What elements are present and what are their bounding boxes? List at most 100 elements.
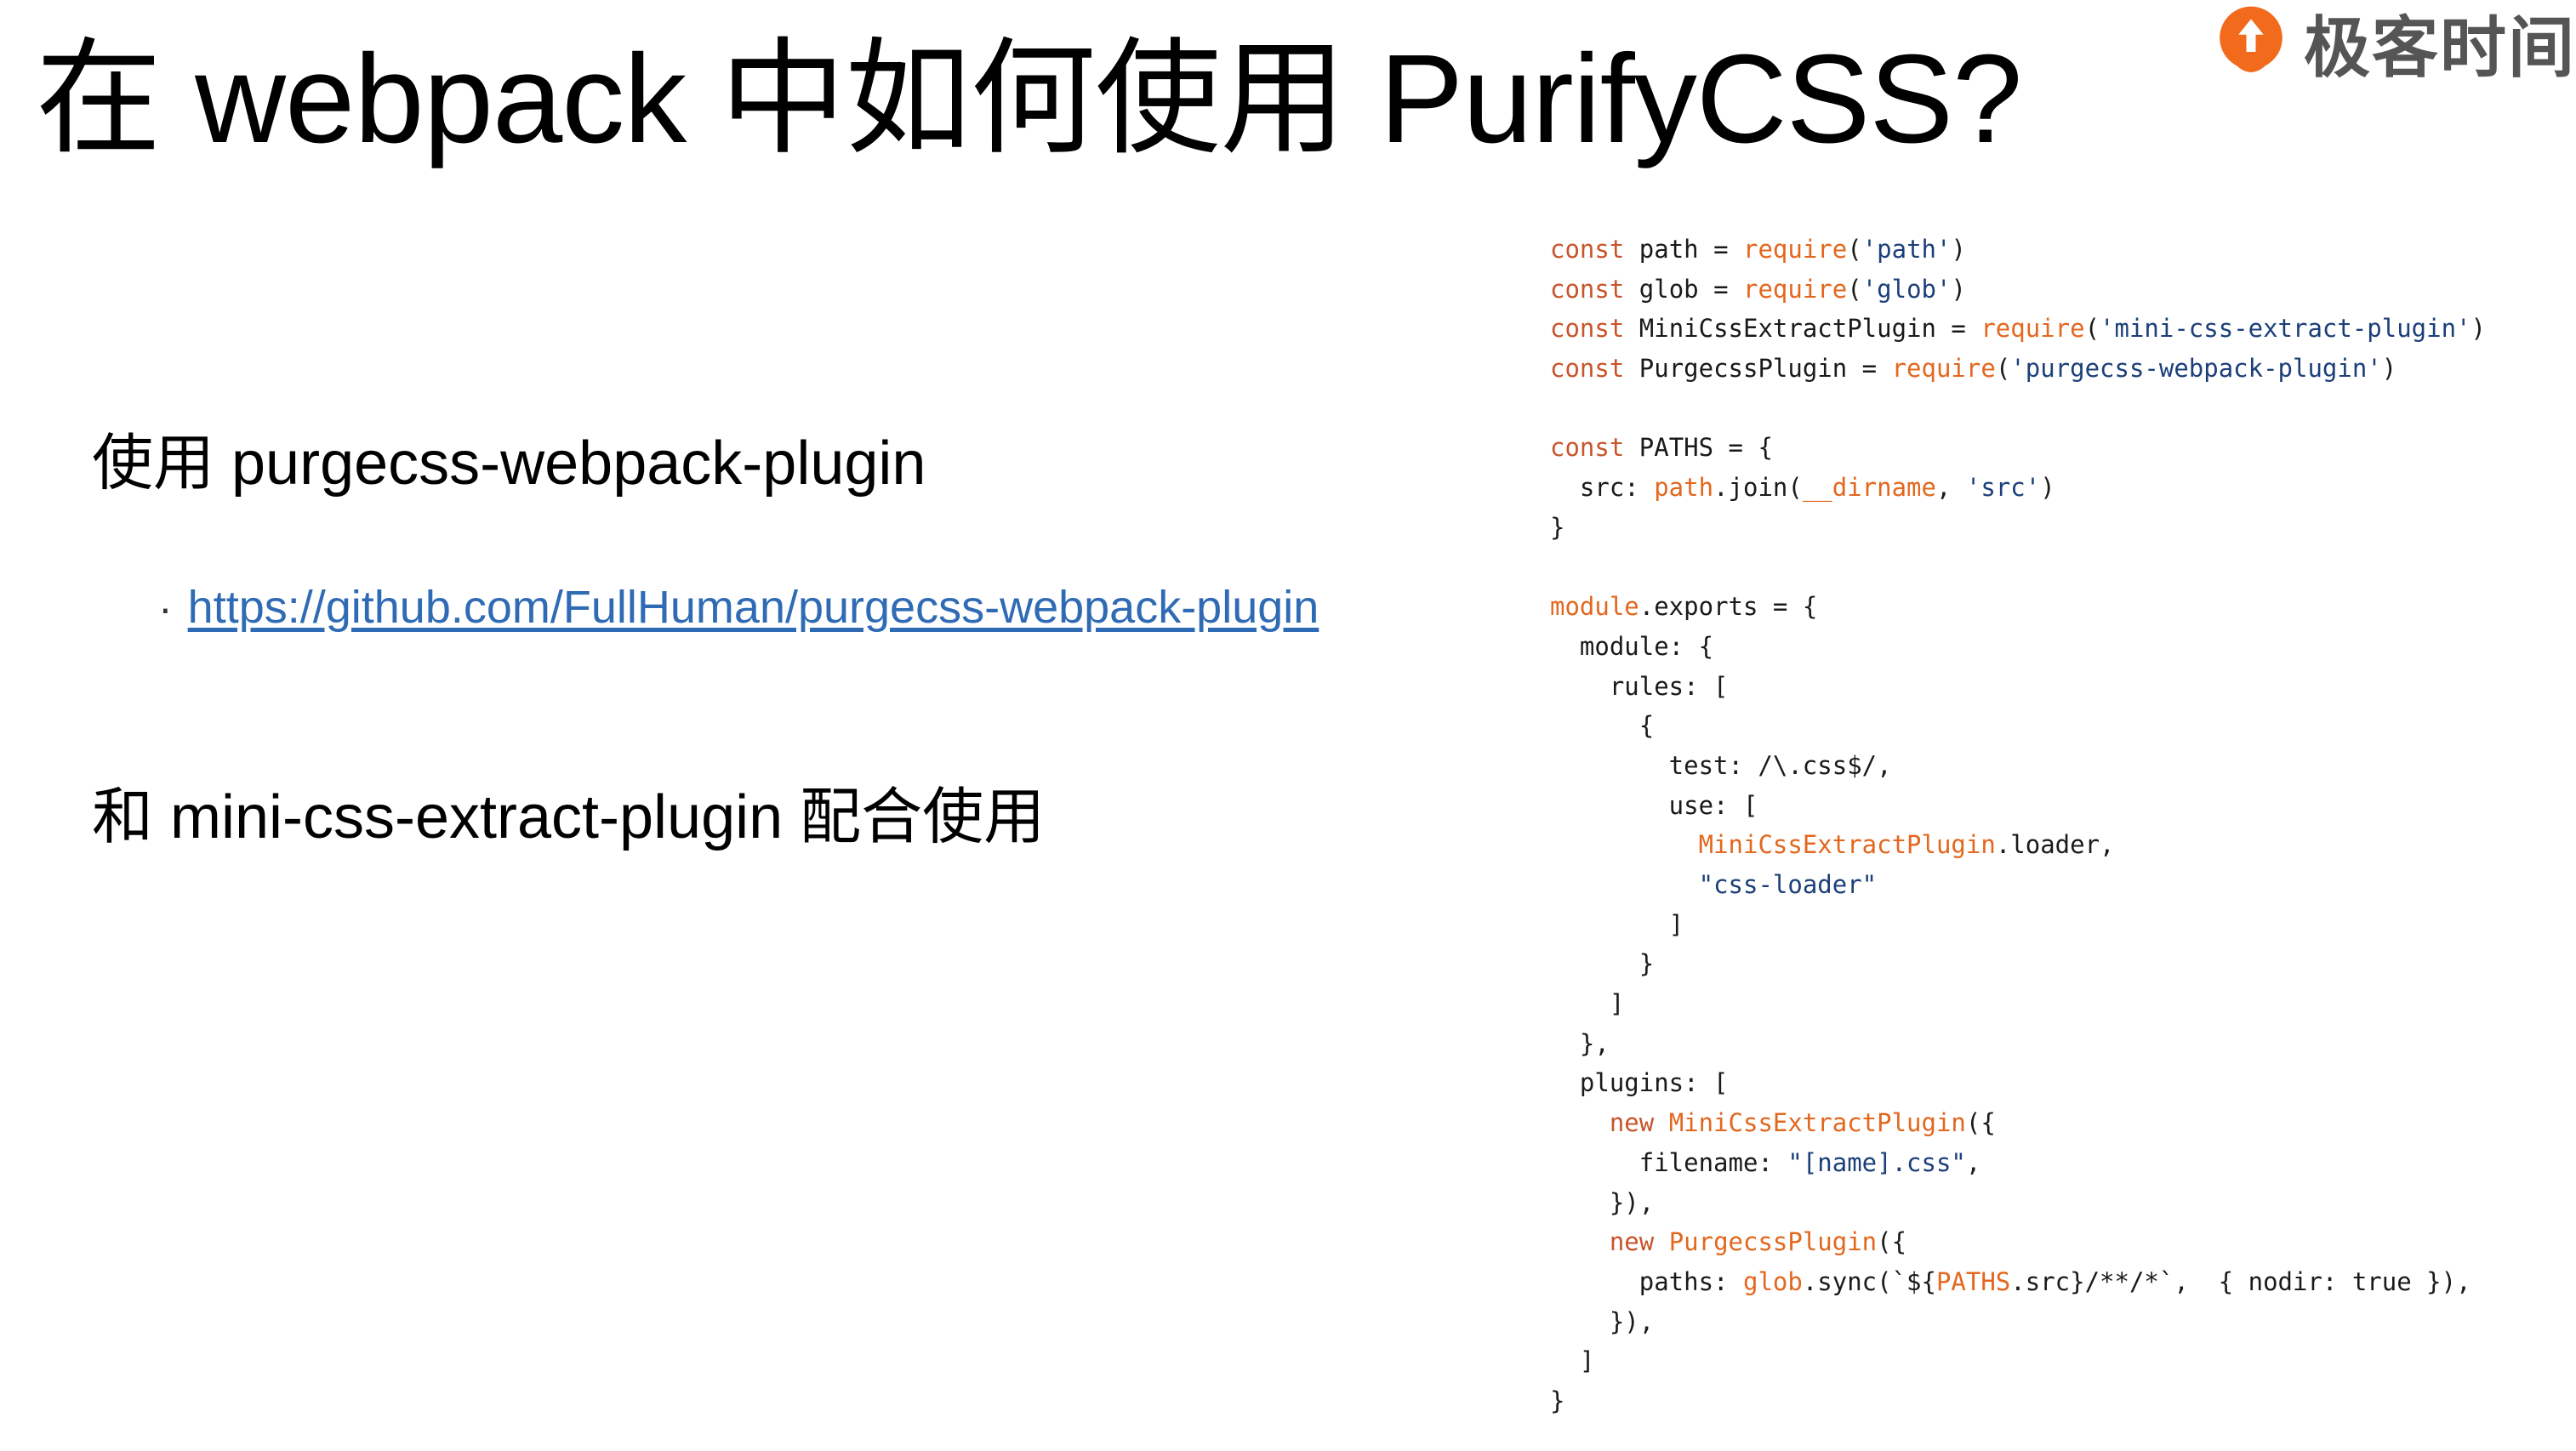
code-line: const PATHS = { (1550, 428, 2486, 468)
code-token: const (1550, 433, 1625, 463)
code-block: const path = require('path')const glob =… (1550, 230, 2486, 1421)
code-token: paths: (1550, 1266, 1743, 1296)
code-token: } (1550, 949, 1655, 979)
code-token: 'mini-css-extract-plugin' (2100, 314, 2471, 344)
code-token: }, (1550, 1028, 1610, 1058)
code-token: { (1550, 711, 1655, 741)
code-line: filename: "[name].css", (1550, 1143, 2486, 1183)
code-token: new (1609, 1108, 1655, 1138)
code-line: const glob = require('glob') (1550, 270, 2486, 310)
code-line: ] (1550, 984, 2486, 1024)
code-line: const path = require('path') (1550, 230, 2486, 270)
code-token: path = (1624, 235, 1743, 264)
code-token: "css-loader" (1698, 870, 1878, 899)
code-line: ] (1550, 905, 2486, 945)
slide-title: 在 webpack 中如何使用 PurifyCSS? (36, 29, 2022, 169)
brand: 极客时间 (2212, 0, 2576, 87)
github-link[interactable]: https://github.com/FullHuman/purgecss-we… (187, 582, 1319, 633)
code-token: .exports = { (1638, 592, 1818, 622)
code-line: ] (1550, 1341, 2486, 1381)
code-token: require (1891, 354, 1996, 384)
code-line: test: /\.css$/, (1550, 746, 2486, 786)
code-token: 'glob' (1861, 274, 1952, 304)
code-token: 'purgecss-webpack-plugin' (2010, 354, 2382, 384)
geektime-logo-icon (2220, 6, 2282, 72)
code-token: test: /\.css$/, (1550, 750, 1892, 780)
code-line: new MiniCssExtractPlugin({ (1550, 1103, 2486, 1143)
code-token: module (1550, 592, 1639, 622)
code-token: use: [ (1550, 790, 1758, 820)
code-token (1550, 1227, 1610, 1256)
code-token: const (1550, 235, 1625, 264)
brand-name: 极客时间 (2303, 10, 2576, 87)
code-line: } (1550, 508, 2486, 548)
code-token (1550, 870, 1699, 899)
code-line: }), (1550, 1302, 2486, 1342)
code-token: MiniCssExtractPlugin (1698, 830, 1996, 860)
code-line: const MiniCssExtractPlugin = require('mi… (1550, 309, 2486, 349)
code-token: PATHS (1935, 1266, 2011, 1296)
code-token: ( (1995, 354, 2011, 384)
code-line: { (1550, 706, 2486, 746)
code-token (1550, 1108, 1610, 1137)
code-token: MiniCssExtractPlugin = (1624, 314, 1981, 344)
code-token: glob (1742, 1266, 1803, 1296)
code-line: const PurgecssPlugin = require('purgecss… (1550, 349, 2486, 389)
code-token: "[name].css" (1787, 1147, 1966, 1177)
bullet-dot: · (158, 584, 173, 632)
code-line: }, (1550, 1024, 2486, 1064)
code-token: }), (1550, 1306, 1655, 1336)
code-token: plugins: [ (1550, 1068, 1729, 1098)
code-token: ) (2040, 473, 2055, 503)
point-purgecss-plugin: 使用 purgecss-webpack-plugin (92, 430, 926, 498)
code-token: MiniCssExtractPlugin (1668, 1108, 1966, 1138)
code-token (1654, 1108, 1668, 1137)
code-token (1654, 1227, 1668, 1256)
code-line: new PurgecssPlugin({ (1550, 1222, 2486, 1262)
code-token: ] (1550, 989, 1625, 1019)
code-token: new (1609, 1227, 1655, 1257)
code-line: paths: glob.sync(`${PATHS.src}/**/*`, { … (1550, 1262, 2486, 1302)
code-line: }), (1550, 1183, 2486, 1223)
code-token: } (1550, 1386, 1565, 1415)
code-token: .sync(`${ (1802, 1266, 1936, 1296)
code-token: PATHS = { (1624, 433, 1773, 463)
code-token: } (1550, 512, 1565, 542)
code-token: require (1743, 274, 1848, 304)
code-token: require (1980, 314, 2085, 344)
code-token: ) (2471, 314, 2486, 344)
code-token: ( (1847, 274, 1862, 304)
code-token: ) (2381, 354, 2397, 384)
code-token: __dirname (1802, 473, 1936, 503)
code-token: , (1935, 473, 1966, 503)
code-token: const (1550, 274, 1625, 304)
code-token (1550, 830, 1699, 859)
code-token: .src}/**/*`, { nodir: true }), (2010, 1266, 2471, 1296)
code-token: ({ (1877, 1227, 1907, 1257)
link-list-item: · https://github.com/FullHuman/purgecss-… (158, 580, 1319, 635)
code-token: 'path' (1861, 235, 1952, 264)
code-token: .join( (1713, 473, 1803, 503)
code-line: plugins: [ (1550, 1063, 2486, 1103)
code-token: const (1550, 314, 1625, 344)
code-token: glob = (1624, 274, 1743, 304)
code-token: const (1550, 354, 1625, 384)
code-token: ] (1550, 909, 1684, 939)
code-token: PurgecssPlugin (1668, 1227, 1878, 1257)
code-line: module.exports = { (1550, 587, 2486, 627)
code-token: src: (1550, 473, 1655, 503)
code-line: src: path.join(__dirname, 'src') (1550, 468, 2486, 508)
code-token: rules: [ (1550, 671, 1729, 701)
code-token: ({ (1965, 1108, 1996, 1138)
code-token: module: { (1550, 631, 1714, 661)
code-token: , (1965, 1147, 1981, 1177)
code-line: MiniCssExtractPlugin.loader, (1550, 825, 2486, 865)
code-token: PurgecssPlugin = (1624, 354, 1892, 384)
code-line: } (1550, 1381, 2486, 1421)
code-token: 'src' (1965, 473, 2041, 503)
code-line: } (1550, 944, 2486, 984)
code-line (1550, 548, 2486, 588)
code-token: filename: (1550, 1147, 1788, 1177)
code-token: .loader, (1995, 830, 2115, 860)
code-token: path (1654, 473, 1714, 503)
